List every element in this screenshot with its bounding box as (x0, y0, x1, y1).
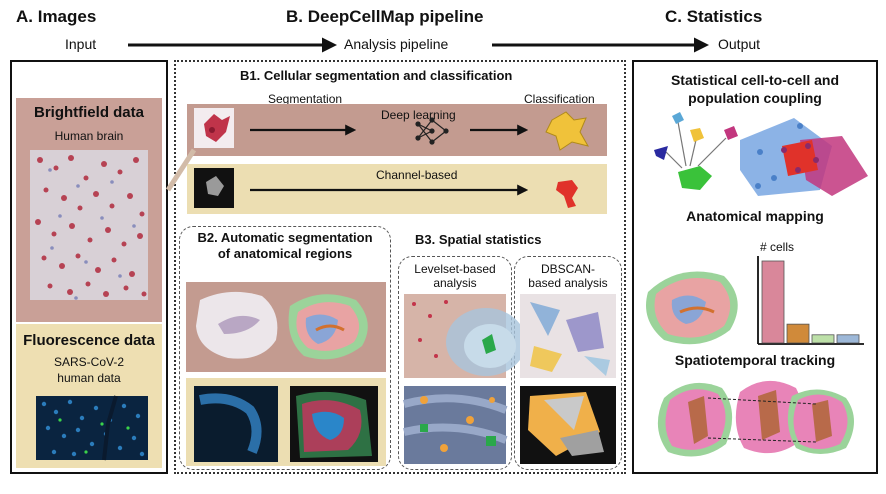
bar-3 (811, 334, 835, 344)
b2-title-1: B2. Automatic segmentation (197, 230, 373, 245)
mapping-title: Anatomical mapping (686, 208, 824, 224)
fluorescence-subtitle-2: human data (57, 371, 121, 385)
brightfield-image (30, 150, 148, 300)
b2-title-2: of anatomical regions (217, 246, 353, 261)
bar-chart (761, 260, 860, 344)
fluorescence-subtitle-1: SARS-CoV-2 (53, 355, 125, 369)
tracking-title: Spatiotemporal tracking (674, 352, 836, 368)
brightfield-section: Brightfield data Human brain (16, 98, 162, 322)
fluorescence-section: Fluorescence data SARS-CoV-2 human data (16, 324, 162, 468)
column-a-subtitle: Input (65, 36, 97, 52)
column-c-subtitle: Output (718, 36, 761, 52)
bar-1 (761, 260, 785, 344)
column-c-title: C. Statistics (665, 7, 763, 26)
column-b-title: B. DeepCellMap pipeline (286, 7, 484, 26)
b1-channel-based-label: Channel-based (376, 168, 458, 182)
b1-segmentation-label: Segmentation (268, 92, 343, 106)
b1-title: B1. Cellular segmentation and classifica… (240, 68, 513, 83)
b3-dbscan-label-2: based analysis (528, 276, 608, 290)
bar-4 (836, 334, 860, 344)
b3-title: B3. Spatial statistics (415, 232, 542, 247)
coupling-title-2: population coupling (688, 90, 822, 106)
b2-section (179, 226, 391, 470)
b1-classification-label: Classification (524, 92, 595, 106)
brightfield-title: Brightfield data (33, 104, 144, 121)
b3-levelset-label-1: Levelset-based (414, 262, 496, 276)
bar-2 (786, 323, 810, 344)
panel-a-images: Brightfield data Human brain (10, 60, 168, 474)
chart-ylabel: # cells (760, 240, 795, 254)
b3-levelset-label-2: analysis (433, 276, 477, 290)
b3-dbscan-label-1: DBSCAN- (540, 262, 595, 276)
b1-deep-learning-label: Deep learning (381, 108, 456, 122)
fluorescence-image (36, 395, 148, 461)
column-b-subtitle: Analysis pipeline (344, 36, 449, 52)
panel-c-statistics (632, 60, 878, 474)
column-a-title: A. Images (16, 7, 97, 26)
coupling-title-1: Statistical cell-to-cell and (670, 72, 840, 88)
panel-b-pipeline (174, 60, 626, 474)
fluorescence-title: Fluorescence data (23, 332, 155, 349)
brightfield-subtitle: Human brain (54, 129, 124, 143)
